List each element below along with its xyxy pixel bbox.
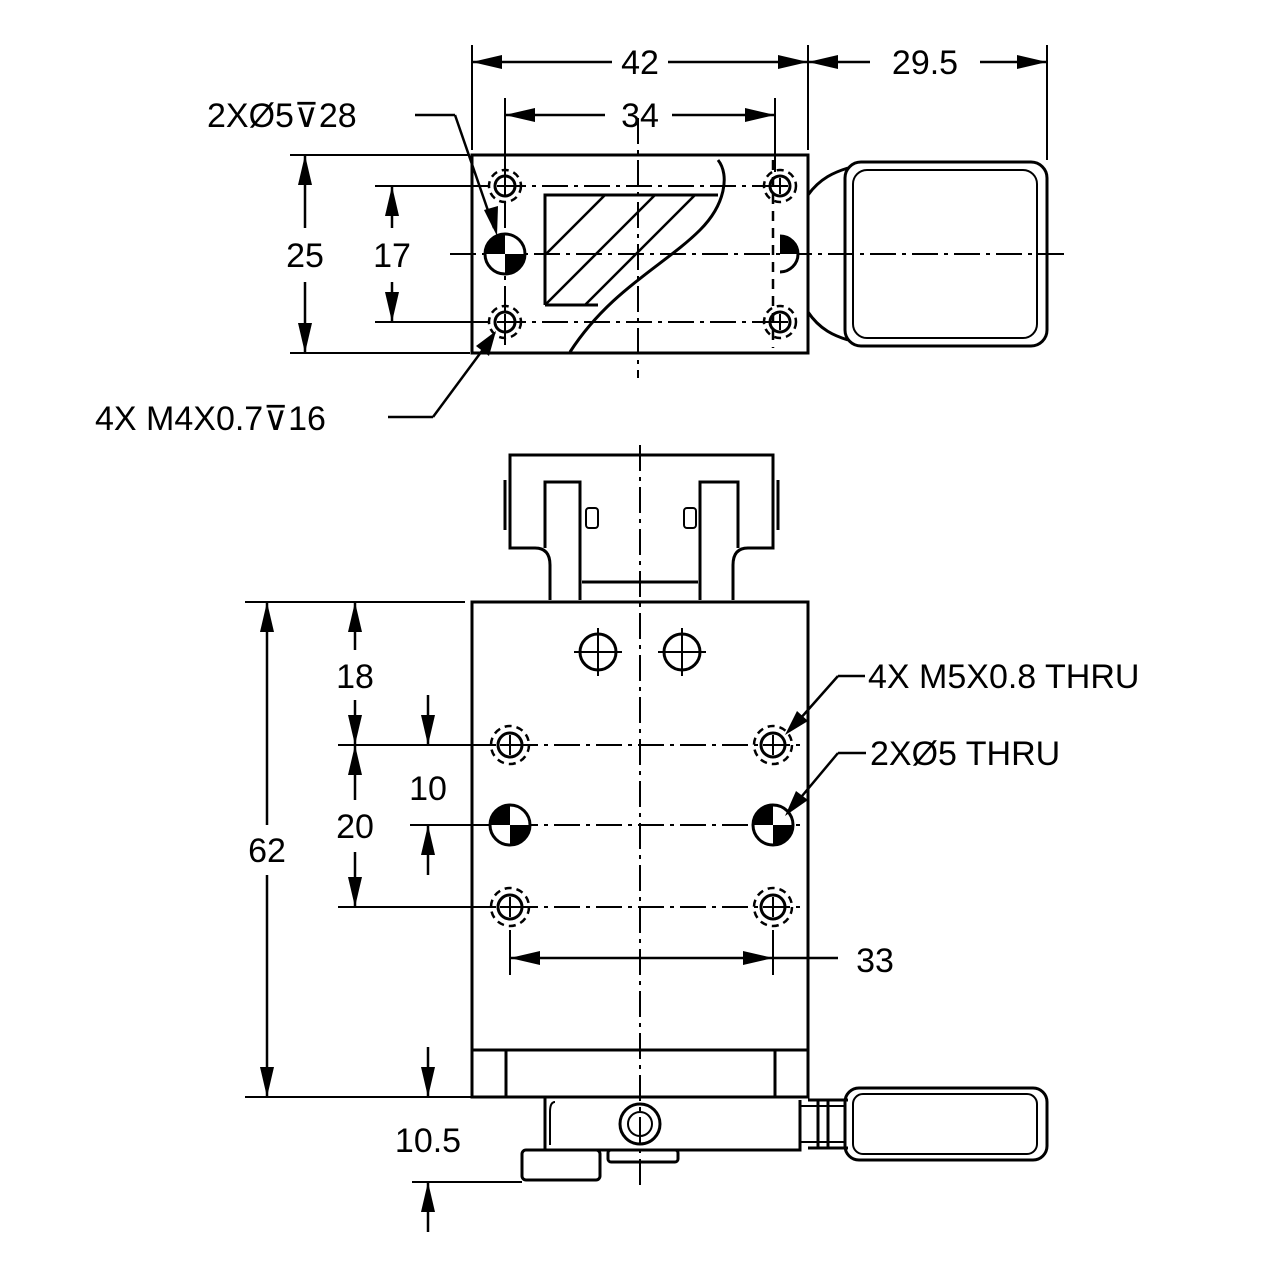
dim-18: 18 [336,602,374,745]
svg-text:2XØ5⊽28: 2XØ5⊽28 [207,97,357,135]
dim-33: 33 [510,942,894,980]
tapped-hole [762,168,798,204]
tapped-hole [762,304,798,340]
dim-10: 10 [409,695,447,875]
break-line [568,159,726,353]
dim-20: 20 [336,745,374,907]
top-bracket [503,453,780,600]
counterbore-hole [658,628,706,676]
svg-text:62: 62 [248,832,286,870]
dim-25: 25 [286,155,324,353]
svg-text:25: 25 [286,237,324,275]
pin-hole [488,803,532,847]
dim-62: 62 [248,602,286,1097]
svg-text:33: 33 [856,942,894,980]
dim-42: 42 [472,44,808,82]
dim-10-5: 10.5 [395,1047,461,1232]
callout-pin-holes-top: 2XØ5⊽28 [207,97,498,236]
dim-29-5: 29.5 [808,44,1047,82]
counterbore-hole [574,628,622,676]
pin-hole [779,234,800,274]
callout-pin-holes-front: 2XØ5 THRU [785,735,1060,816]
drive-assembly [520,1086,1049,1182]
svg-text:20: 20 [336,808,374,846]
tapped-hole [489,886,531,928]
pin-hole [751,803,795,847]
svg-text:34: 34 [621,97,659,135]
svg-text:2XØ5 THRU: 2XØ5 THRU [870,735,1060,773]
callout-tapped-holes-top: 4X M4X0.7⊽16 [95,331,496,438]
svg-text:17: 17 [373,237,411,275]
tapped-hole [489,724,531,766]
dim-34: 34 [505,97,775,135]
svg-text:10.5: 10.5 [395,1122,461,1160]
callout-tapped-holes-front: 4X M5X0.8 THRU [785,658,1139,735]
front-view: 62 18 20 10 [245,445,1139,1232]
tapped-hole [487,168,523,204]
pin-hole [483,232,527,276]
tapped-hole [752,724,794,766]
svg-text:18: 18 [336,658,374,696]
svg-text:42: 42 [621,44,659,82]
svg-text:10: 10 [409,770,447,808]
dim-17: 17 [373,186,411,322]
tapped-hole [752,886,794,928]
svg-text:4X M4X0.7⊽16: 4X M4X0.7⊽16 [95,400,326,438]
svg-text:4X M5X0.8 THRU: 4X M5X0.8 THRU [868,658,1139,696]
svg-text:29.5: 29.5 [892,44,958,82]
top-view: 42 29.5 34 25 [95,44,1070,438]
